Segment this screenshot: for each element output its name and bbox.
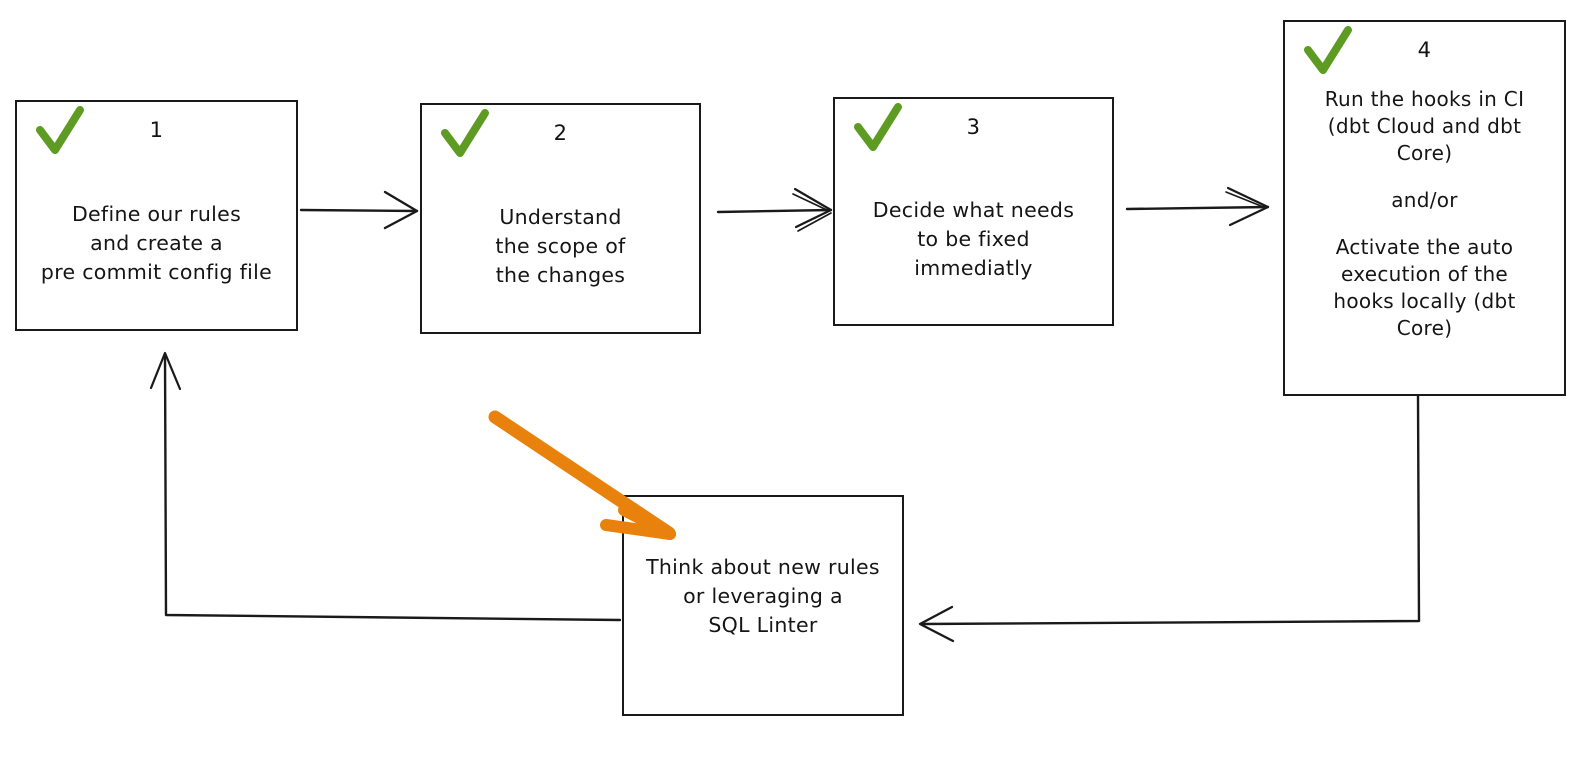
- node-text-line: Define our rules: [71, 201, 242, 226]
- step-number: 4: [1417, 38, 1432, 62]
- step-number: 1: [149, 118, 164, 142]
- orange-arrow-annotation-icon: [488, 410, 676, 540]
- green-check-icon: [441, 109, 489, 157]
- node-text-line: Core): [1396, 316, 1453, 340]
- node-text-line: hooks locally (dbt: [1333, 289, 1516, 313]
- node-body: Define our rules and create a pre commit…: [17, 164, 296, 329]
- node-text-line: execution of the: [1340, 262, 1509, 286]
- green-check-icon: [1304, 26, 1352, 74]
- node-text-line: Run the hooks in CI: [1324, 87, 1525, 111]
- flow-node-step-3[interactable]: 3 Decide what needs to be fixed immediat…: [833, 97, 1114, 326]
- node-text-line: or leveraging a: [683, 584, 843, 609]
- node-text-line: to be fixed: [917, 226, 1030, 251]
- node-text-line: Core): [1396, 141, 1453, 165]
- flow-node-step-4[interactable]: 4 Run the hooks in CI (dbt Cloud and dbt…: [1283, 20, 1566, 396]
- node-text-line: the changes: [495, 263, 626, 288]
- node-text-line: (dbt Cloud and dbt: [1327, 114, 1522, 138]
- node-text-line: Decide what needs: [872, 197, 1075, 222]
- flow-node-new-rules[interactable]: Think about new rules or leveraging a SQ…: [622, 495, 904, 716]
- node-text-line: immediatly: [914, 256, 1033, 281]
- node-text-spacer: [1295, 214, 1554, 234]
- edge-node4-node5: [918, 394, 1421, 643]
- node-text-line: Think about new rules: [646, 555, 880, 579]
- node-text-line: Activate the auto: [1335, 235, 1514, 259]
- node-body: Run the hooks in CI (dbt Cloud and dbt C…: [1285, 84, 1564, 394]
- green-check-icon: [36, 106, 84, 154]
- node-text-spacer: [1295, 167, 1554, 187]
- node-body: Think about new rules or leveraging a SQ…: [624, 549, 902, 714]
- node-text-line: the scope of: [495, 233, 626, 258]
- node-header: 3: [835, 99, 1112, 161]
- node-text-line: and/or: [1391, 188, 1458, 212]
- node-header: 2: [422, 105, 699, 167]
- node-text-line: Understand: [499, 204, 622, 229]
- node-text-line: pre commit config file: [40, 260, 273, 285]
- node-body: Decide what needs to be fixed immediatly: [835, 161, 1112, 324]
- flow-node-step-2[interactable]: 2 Understand the scope of the changes: [420, 103, 701, 334]
- node-text-line: SQL Linter: [708, 613, 818, 638]
- step-number: 2: [553, 121, 568, 145]
- node-body: Understand the scope of the changes: [422, 167, 699, 332]
- step-number: 3: [966, 115, 981, 139]
- node-header: 4: [1285, 22, 1564, 84]
- node-header: 1: [17, 102, 296, 164]
- green-check-icon: [854, 103, 902, 151]
- edge-node3-node4: [1125, 186, 1270, 227]
- node-text-line: and create a: [90, 230, 223, 255]
- flow-node-step-1[interactable]: 1 Define our rules and create a pre comm…: [15, 100, 298, 331]
- edge-node1-node2: [299, 190, 419, 230]
- edge-node2-node3: [716, 187, 833, 232]
